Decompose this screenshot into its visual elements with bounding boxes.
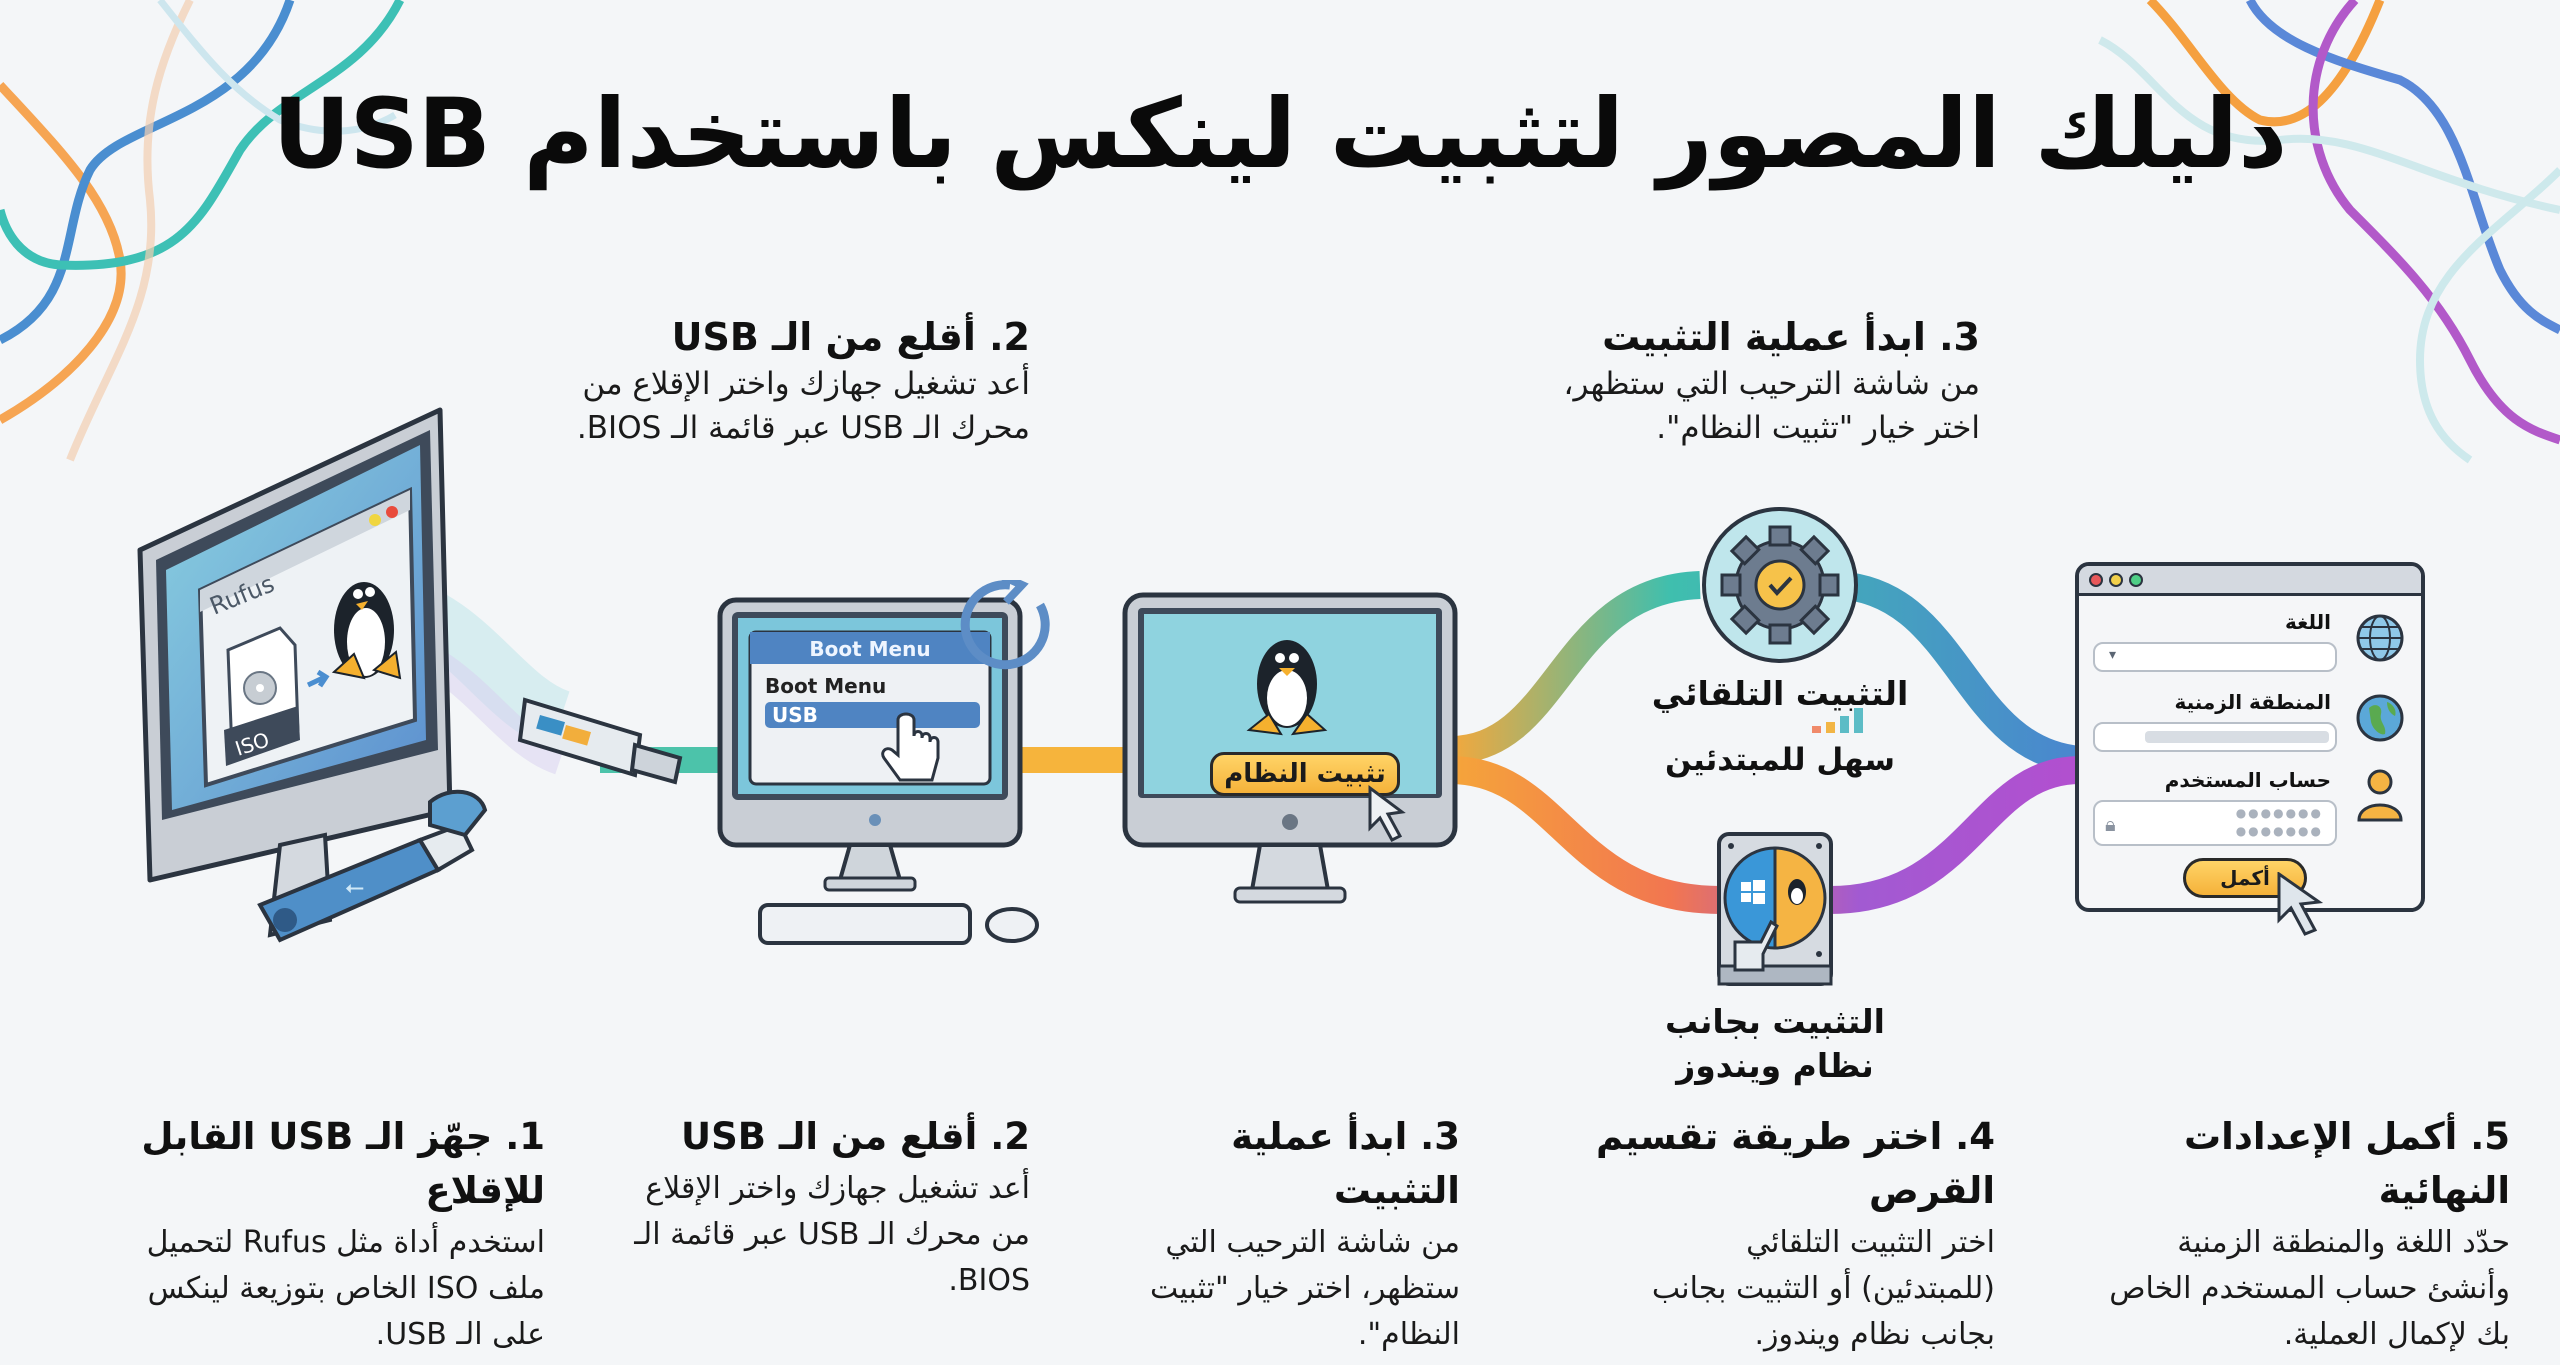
keyboard-icon	[758, 903, 972, 945]
maximize-dot-icon[interactable]	[2129, 572, 2143, 587]
boot-option-usb[interactable]	[765, 702, 980, 728]
timezone-label: المنطقة الزمنية	[2174, 690, 2331, 714]
tux-small-icon	[1788, 879, 1806, 905]
easy-level-bars-icon	[1812, 708, 1863, 733]
windows-logo-icon	[1741, 880, 1765, 904]
step-body-line: وأنشئ حساب المستخدم الخاص	[2109, 1271, 2510, 1306]
step-3: 3. ابدأ عملية التثبيت من شاشة الترحيب ال…	[1120, 1110, 1460, 1356]
illustration-installer: تثبيت النظام	[1120, 590, 1460, 920]
callout-body-line: محرك الـ USB عبر قائمة الـ BIOS.	[576, 410, 1030, 446]
mouse-icon	[985, 907, 1039, 943]
step-body-line: من محرك الـ USB عبر قائمة الـ	[634, 1217, 1030, 1252]
step-1: 1. جهّز الـ USB القابل للإقلاع استخدم أد…	[95, 1110, 545, 1356]
callout-body-line: اختر خيار "تثبيت النظام".	[1656, 410, 1980, 446]
password-field[interactable]: 🔒︎ ●●●●●●● ●●●●●●●	[2093, 800, 2337, 846]
close-dot-icon[interactable]	[2089, 572, 2103, 587]
step-heading: 5. أكمل الإعدادات النهائية	[2183, 1115, 2510, 1212]
callout-body-line: من شاشة الترحيب التي ستظهر،	[1563, 366, 1980, 402]
window-titlebar	[2079, 566, 2421, 596]
boot-option-usb-label: USB	[772, 703, 818, 727]
language-label: اللغة	[2285, 610, 2331, 634]
boot-menu-header: Boot Menu	[809, 637, 930, 661]
branch-dual-boot: التثبيت بجانب نظام ويندوز	[1640, 1000, 1910, 1088]
step-body-line: (للمبتدئين) أو التثبيت بجانب	[1651, 1271, 1995, 1306]
step-body-line: ملف ISO الخاص بتوزيعة لينكس	[147, 1271, 545, 1306]
step-2: 2. أقلع من الـ USB أعد تشغيل جهازك واختر…	[600, 1110, 1030, 1302]
page-title: دليلك المصور لتثبيت لينكس باستخدام USB	[272, 78, 2289, 190]
branch-dual-line1: التثبيت بجانب	[1665, 1002, 1885, 1041]
step-body-line: حدّد اللغة والمنطقة الزمنية	[2177, 1225, 2510, 1260]
minimize-dot-icon[interactable]	[2109, 572, 2123, 587]
step-heading: 3. ابدأ عملية التثبيت	[1231, 1115, 1460, 1212]
step-body-line: استخدم أداة مثل Rufus لتحميل	[146, 1225, 545, 1260]
step-heading: 1. جهّز الـ USB القابل للإقلاع	[141, 1115, 545, 1212]
tux-penguin-icon	[331, 582, 402, 680]
step-heading: 4. اختر طريقة تقسيم القرص	[1595, 1115, 1995, 1212]
step-body-line: أعد تشغيل جهازك واختر الإقلاع	[645, 1171, 1030, 1206]
callout-heading: 3. ابدأ عملية التثبيت	[1602, 315, 1980, 359]
branch-auto-subtitle: سهل للمبتدئين	[1665, 742, 1895, 778]
step-body-line: اختر التثبيت التلقائي	[1746, 1225, 1995, 1260]
svg-text:⭠: ⭠	[345, 873, 364, 901]
illustration-boot-menu: Boot Menu Boot Menu USB	[710, 571, 1070, 960]
auto-install-gear-icon	[1700, 505, 1860, 665]
step-body-line: النظام".	[1357, 1317, 1460, 1352]
timezone-select[interactable]	[2093, 722, 2337, 752]
step-body-line: BIOS.	[948, 1263, 1030, 1298]
callout-body-line: أعد تشغيل جهازك واختر الإقلاع من	[582, 366, 1030, 402]
callout-heading: 2. أقلع من الـ USB	[671, 315, 1030, 359]
tux-penguin-icon	[1246, 640, 1328, 736]
account-label: حساب المستخدم	[2164, 768, 2331, 792]
hand-pointer-icon	[881, 712, 940, 782]
usb-drive-icon	[517, 697, 683, 785]
mouse-cursor-icon	[1368, 785, 1406, 842]
globe-grid-icon	[2356, 614, 2404, 662]
lock-icon: 🔒︎	[2105, 812, 2116, 836]
illustration-settings-form: اللغة ▾ المنطقة الزمنية حساب المستخدم 🔒︎…	[2075, 562, 2425, 942]
chevron-down-icon: ▾	[2109, 647, 2117, 663]
top-callout-step-2: 2. أقلع من الـ USB أعد تشغيل جهازك واختر…	[560, 312, 1030, 450]
mouse-cursor-icon	[2277, 872, 2324, 936]
install-system-button[interactable]: تثبيت النظام	[1210, 752, 1400, 796]
language-select[interactable]: ▾	[2093, 642, 2337, 672]
step-body-line: ستظهر، اختر خيار "تثبيت	[1150, 1271, 1460, 1306]
branch-auto-title: التثبيت التلقائي	[1651, 674, 1909, 713]
step-4: 4. اختر طريقة تقسيم القرص اختر التثبيت ا…	[1515, 1110, 1995, 1356]
boot-menu-title: Boot Menu	[765, 674, 886, 698]
usb-stick-icon: ⭠	[257, 822, 475, 943]
top-callout-step-3: 3. ابدأ عملية التثبيت من شاشة الترحيب ال…	[1540, 312, 1980, 450]
illustration-rufus-usb: Rufus ISO	[120, 400, 700, 960]
step-body-line: على الـ USB.	[375, 1317, 545, 1352]
step-body-line: بجانب نظام ويندوز.	[1754, 1317, 1995, 1352]
user-icon	[2357, 769, 2403, 822]
step-heading: 2. أقلع من الـ USB	[681, 1115, 1030, 1158]
branch-dual-line2: نظام ويندوز	[1676, 1046, 1874, 1085]
branch-auto-install: التثبيت التلقائي سهل للمبتدئين	[1650, 672, 1910, 782]
step-body-line: بك لإكمال العملية.	[2283, 1317, 2510, 1352]
step-body-line: من شاشة الترحيب التي	[1165, 1225, 1460, 1260]
dual-boot-disk-icon	[1715, 830, 1835, 990]
earth-icon	[2356, 694, 2404, 742]
step-5: 5. أكمل الإعدادات النهائية حدّد اللغة وا…	[2050, 1110, 2510, 1356]
